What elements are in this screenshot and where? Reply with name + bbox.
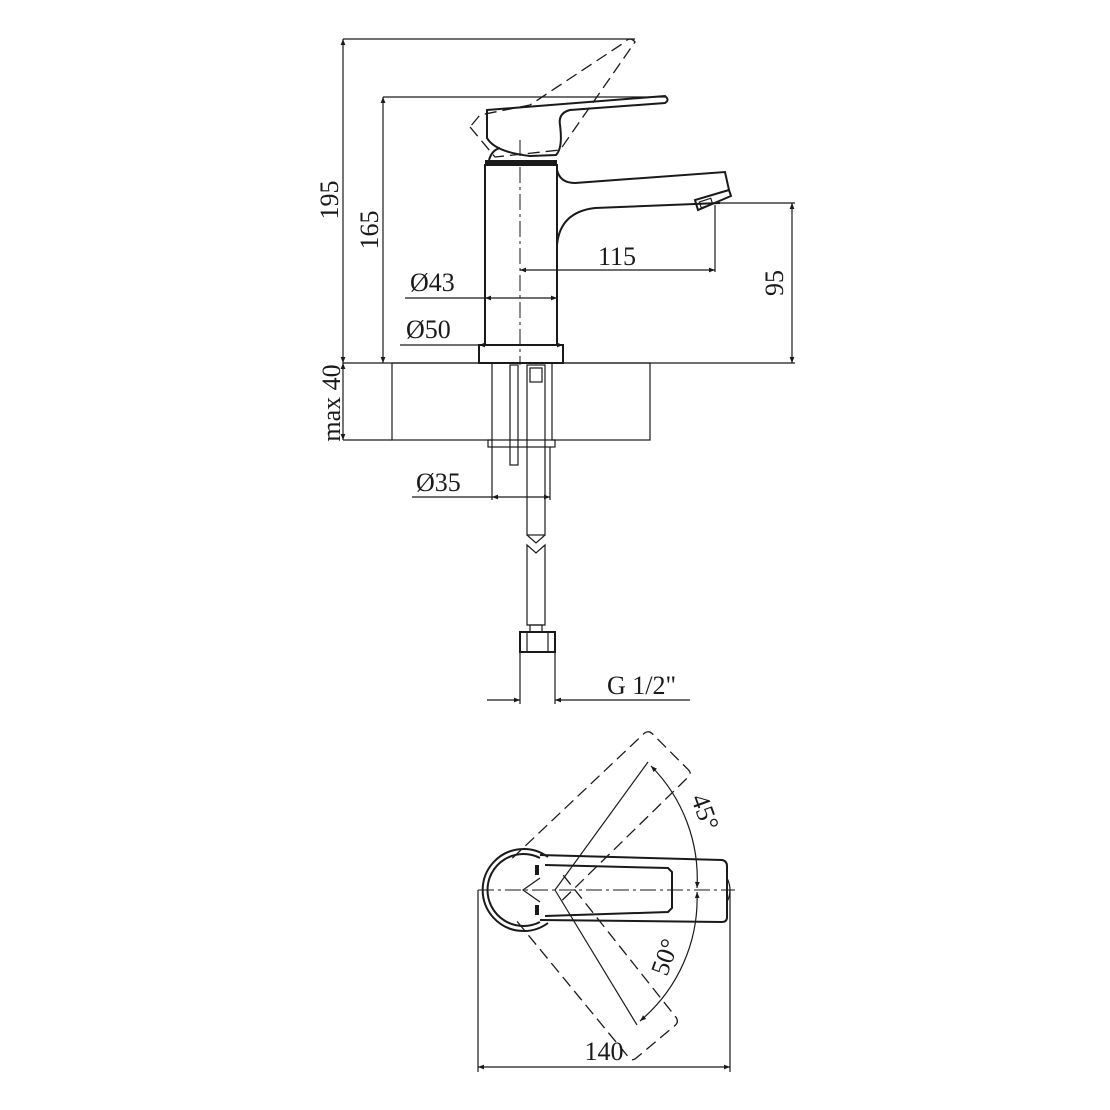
dimension-195: 195	[315, 38, 635, 363]
dim-label-115: 115	[598, 242, 636, 271]
top-view: 45° 50° 140	[477, 731, 735, 1072]
dimension-115: 115	[520, 205, 716, 273]
dimension-165: 165	[355, 96, 665, 363]
dimension-diameter-50: Ø50	[400, 315, 563, 348]
dim-label-140: 140	[585, 1037, 624, 1066]
faucet-body	[469, 38, 733, 364]
dimension-diameter-35: Ø35	[412, 440, 551, 500]
dim-label-g-half-inch: G 1/2"	[607, 671, 676, 700]
angle-dimension: 45° 50°	[639, 765, 725, 1022]
dim-label-diameter-50: Ø50	[406, 315, 451, 344]
dimension-140: 140	[477, 890, 731, 1072]
dim-label-diameter-35: Ø35	[416, 468, 461, 497]
angle-label-45: 45°	[685, 790, 725, 834]
dimension-diameter-43: Ø43	[405, 268, 557, 301]
side-view: 195 165 115 95 Ø43 Ø50	[315, 38, 795, 704]
dimension-max-40: max 40	[317, 363, 392, 442]
mounting-hardware	[487, 364, 556, 653]
dim-label-195: 195	[315, 181, 344, 220]
dimension-g-half-inch: G 1/2"	[487, 652, 690, 704]
dim-label-max-40: max 40	[317, 364, 346, 441]
dim-label-diameter-43: Ø43	[410, 268, 455, 297]
countertop-section	[391, 362, 651, 441]
dim-label-95: 95	[760, 270, 789, 296]
dimension-95: 95	[715, 202, 795, 363]
dim-label-165: 165	[355, 211, 384, 250]
